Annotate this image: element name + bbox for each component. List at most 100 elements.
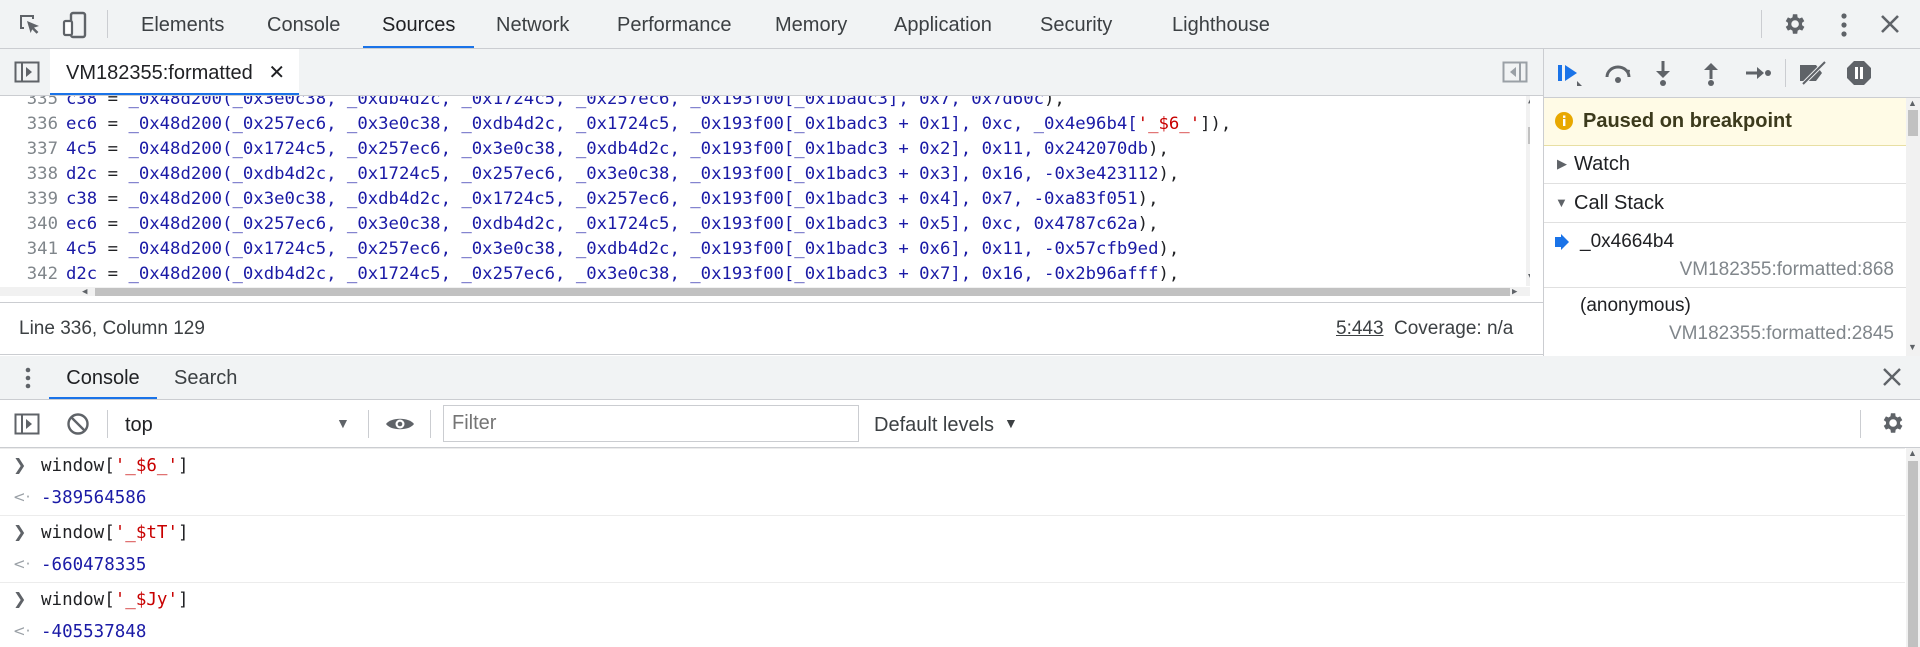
horizontal-scrollbar[interactable]: ◀ ▶	[0, 287, 1530, 296]
code-token: _0x48d200(_0x257ec6, _0x3e0c38, _0xdb4d2…	[128, 114, 920, 134]
scroll-up-icon[interactable]: ▲	[1908, 98, 1917, 108]
scroll-up-icon[interactable]: ▲	[1908, 448, 1917, 458]
source-map-link[interactable]: 5:443	[1336, 318, 1384, 339]
close-tab-icon[interactable]: ✕	[268, 62, 286, 84]
step-out-icon[interactable]	[1701, 59, 1721, 87]
code-token: , -	[1023, 264, 1055, 284]
clear-console-icon[interactable]	[66, 412, 90, 436]
line-number[interactable]: 336	[26, 114, 58, 134]
scroll-down-icon[interactable]: ▼	[1528, 272, 1530, 282]
code-token: ,	[1012, 214, 1034, 234]
kebab-menu-icon[interactable]	[1832, 12, 1856, 38]
drawer-menu-icon[interactable]	[25, 367, 31, 389]
watch-section-header[interactable]: ▶ Watch	[1544, 145, 1906, 184]
code-token: ],	[950, 139, 982, 159]
scrollbar-thumb[interactable]	[1908, 461, 1918, 647]
code-token: 0x4	[919, 189, 951, 209]
file-tab-label: VM182355:formatted	[66, 62, 253, 84]
close-devtools-icon[interactable]	[1879, 13, 1901, 35]
code-token: 0xa83f051	[1044, 189, 1138, 209]
code-token: _0x48d200(_0xdb4d2c, _0x1724c5, _0x257ec…	[128, 264, 920, 284]
console-filter-input[interactable]	[443, 405, 859, 442]
toolbar-divider	[1761, 10, 1762, 38]
console-scrollbar[interactable]: ▲	[1906, 448, 1920, 647]
close-drawer-icon[interactable]	[1882, 367, 1902, 387]
tab-application[interactable]: Application	[894, 14, 992, 36]
context-value: top	[125, 414, 153, 436]
toolbar-divider	[107, 10, 108, 38]
code-token: =	[97, 164, 129, 184]
vertical-scrollbar[interactable]: ▲ ▼	[1526, 96, 1530, 286]
line-number[interactable]: 337	[26, 139, 58, 159]
tab-network[interactable]: Network	[496, 14, 570, 36]
deactivate-breakpoints-icon[interactable]	[1797, 61, 1829, 85]
line-number[interactable]: 341	[26, 239, 58, 259]
scrollbar-thumb[interactable]	[1908, 110, 1918, 136]
prompt-icon: ❯	[13, 455, 27, 474]
line-number[interactable]: 340	[26, 214, 58, 234]
code-token: ec6	[66, 114, 98, 134]
scrollbar-thumb[interactable]	[95, 288, 1510, 296]
call-frame[interactable]: (anonymous) VM182355:formatted:2845	[1544, 287, 1906, 351]
code-token: 0x7	[981, 189, 1013, 209]
drawer-tab-search[interactable]: Search	[174, 367, 238, 389]
step-over-icon[interactable]	[1603, 61, 1633, 85]
log-levels-dropdown[interactable]: Default levels ▼	[866, 406, 1026, 442]
call-frame[interactable]: _0x4664b4 VM182355:formatted:868	[1544, 223, 1906, 288]
device-toggle-icon[interactable]	[62, 11, 88, 39]
line-number[interactable]: 335	[26, 96, 58, 109]
tab-memory[interactable]: Memory	[775, 14, 848, 36]
tab-lighthouse[interactable]: Lighthouse	[1172, 14, 1270, 36]
tab-performance[interactable]: Performance	[617, 14, 732, 36]
tab-sources[interactable]: Sources	[362, 0, 475, 48]
tab-elements[interactable]: Elements	[141, 14, 225, 36]
inspect-icon[interactable]	[17, 12, 43, 38]
toolbar-divider	[368, 410, 369, 438]
console-result-row: <· -389564586	[0, 481, 1905, 515]
code-token: 0x6	[919, 239, 951, 259]
watch-label: Watch	[1574, 153, 1630, 175]
file-tab[interactable]: VM182355:formatted ✕	[50, 49, 300, 95]
step-into-icon[interactable]	[1653, 59, 1673, 87]
line-number[interactable]: 342	[26, 264, 58, 284]
devtools-toolbar: Elements Console Sources Network Perform…	[0, 0, 1920, 49]
tab-security[interactable]: Security	[1040, 14, 1113, 36]
code-token: 0x7d60c	[971, 96, 1045, 109]
eye-icon[interactable]	[385, 415, 415, 433]
navigator-toggle-icon[interactable]	[14, 61, 40, 83]
console-result: -389564586	[41, 488, 147, 508]
console-settings-icon[interactable]	[1879, 410, 1905, 436]
scroll-up-icon[interactable]: ▲	[1528, 96, 1530, 106]
scroll-right-icon[interactable]: ▶	[1512, 287, 1518, 296]
context-selector[interactable]: top ▼	[115, 406, 355, 442]
scrollbar-thumb[interactable]	[1528, 127, 1530, 144]
scroll-down-icon[interactable]: ▼	[1908, 342, 1917, 352]
tab-console[interactable]: Console	[267, 14, 341, 36]
result-arrow-icon: <·	[13, 555, 31, 573]
line-number[interactable]: 338	[26, 164, 58, 184]
code-token: 0x2b96afff	[1054, 264, 1159, 284]
console-sidebar-toggle-icon[interactable]	[14, 413, 40, 435]
debugger-toggle-icon[interactable]	[1502, 61, 1528, 83]
console-command: window['_$6_']	[41, 456, 189, 476]
settings-gear-icon[interactable]	[1781, 11, 1807, 37]
pause-exceptions-icon[interactable]	[1846, 60, 1872, 86]
sidebar-scrollbar[interactable]: ▲ ▼	[1906, 98, 1920, 356]
code-token: 0xc	[981, 114, 1013, 134]
callstack-section-header[interactable]: ▼ Call Stack	[1544, 184, 1906, 223]
resume-icon[interactable]	[1555, 61, 1585, 87]
console-output[interactable]: ❯ window['_$6_'] <· -389564586 ❯ window[…	[0, 448, 1905, 647]
step-icon[interactable]	[1744, 64, 1772, 82]
scroll-left-icon[interactable]: ◀	[82, 287, 88, 296]
drawer-tab-console[interactable]: Console	[49, 356, 157, 399]
line-number[interactable]: 339	[26, 189, 58, 209]
